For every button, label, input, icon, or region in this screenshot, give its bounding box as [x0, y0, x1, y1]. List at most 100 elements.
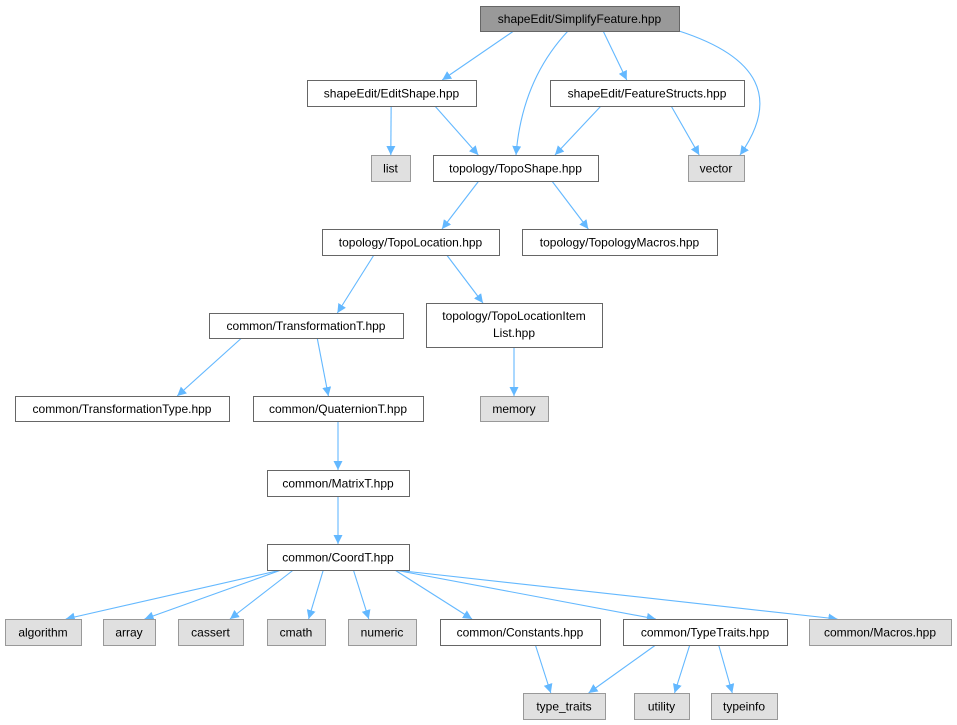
node-quaterniont[interactable]: common/QuaternionT.hpp: [253, 396, 424, 422]
edge-coordt-to-cmath: [306, 569, 324, 620]
node-constants[interactable]: common/Constants.hpp: [440, 619, 601, 646]
node-box: [433, 155, 599, 182]
node-matrixt[interactable]: common/MatrixT.hpp: [267, 470, 410, 497]
node-label: cassert: [191, 626, 230, 640]
edge-coordt-to-cassert: [229, 569, 294, 620]
node-label: topology/TopologyMacros.hpp: [540, 236, 700, 250]
node-label: cmath: [280, 626, 313, 640]
edge-typetraits-to-utility: [672, 644, 691, 694]
node-typeinfo: typeinfo: [711, 693, 778, 720]
edge-featurestructs-to-toposhape: [554, 105, 602, 156]
node-array: array: [103, 619, 156, 646]
node-label: common/Macros.hpp: [824, 626, 936, 640]
node-editshape[interactable]: shapeEdit/EditShape.hpp: [307, 80, 477, 107]
node-transformationtype[interactable]: common/TransformationType.hpp: [15, 396, 230, 422]
node-label: topology/TopoLocation.hpp: [339, 236, 483, 250]
node-type_traits: type_traits: [523, 693, 606, 720]
node-box: [322, 229, 500, 256]
node-box: [522, 229, 718, 256]
node-box: [623, 619, 788, 646]
edge-typetraits-to-type_traits: [588, 644, 656, 694]
edge-typetraits-to-typeinfo: [718, 644, 735, 694]
edge-topolocation-to-transformationt: [336, 254, 375, 314]
node-box: [371, 155, 411, 182]
edge-transformationt-to-transformationtype: [176, 337, 242, 397]
node-box: [809, 619, 952, 646]
node-root[interactable]: shapeEdit/SimplifyFeature.hpp: [480, 6, 680, 32]
node-box: [480, 6, 680, 32]
edge-constants-to-type_traits: [534, 644, 553, 694]
node-box: [178, 619, 244, 646]
node-label: numeric: [361, 626, 404, 640]
node-memory: memory: [480, 396, 549, 422]
node-typetraits[interactable]: common/TypeTraits.hpp: [623, 619, 788, 646]
node-label: List.hpp: [493, 326, 535, 340]
node-box: [267, 619, 326, 646]
edge-transformationt-to-quaterniont: [316, 337, 332, 397]
node-box: [267, 470, 410, 497]
edge-toposhape-to-topolocation: [441, 180, 480, 230]
node-label: memory: [492, 402, 535, 416]
node-label: common/QuaternionT.hpp: [269, 402, 407, 416]
edge-coordt-to-constants: [394, 569, 473, 620]
node-box: [5, 619, 82, 646]
node-algorithm: algorithm: [5, 619, 82, 646]
node-cmath: cmath: [267, 619, 326, 646]
node-numeric: numeric: [348, 619, 417, 646]
node-topologymacros[interactable]: topology/TopologyMacros.hpp: [522, 229, 718, 256]
node-label: common/MatrixT.hpp: [282, 477, 394, 491]
node-box: [348, 619, 417, 646]
edge-root-to-editshape: [441, 30, 515, 81]
node-box: [634, 693, 690, 720]
node-box: [480, 396, 549, 422]
node-box: [307, 80, 477, 107]
node-label: common/TransformationT.hpp: [227, 319, 386, 333]
node-transformationt[interactable]: common/TransformationT.hpp: [209, 313, 404, 339]
edge-editshape-to-toposhape: [434, 105, 479, 156]
node-box: [209, 313, 404, 339]
node-topolocation[interactable]: topology/TopoLocation.hpp: [322, 229, 500, 256]
node-label: vector: [700, 162, 733, 176]
node-box: [550, 80, 745, 107]
edge-featurestructs-to-vector: [670, 105, 700, 156]
edge-root-to-toposhape: [512, 30, 569, 156]
edge-root-to-featurestructs: [602, 30, 628, 81]
node-toposhape[interactable]: topology/TopoShape.hpp: [433, 155, 599, 182]
node-box: [711, 693, 778, 720]
node-label: common/TypeTraits.hpp: [641, 626, 770, 640]
edge-coordt-to-macros: [394, 569, 838, 623]
node-coordt[interactable]: common/CoordT.hpp: [267, 544, 410, 571]
edge-coordt-to-typetraits: [394, 569, 656, 622]
edge-topolocation-to-topolocationitemlist: [446, 254, 484, 304]
node-label: type_traits: [536, 700, 591, 714]
node-box: [440, 619, 601, 646]
node-label: shapeEdit/SimplifyFeature.hpp: [498, 12, 662, 26]
edge-toposhape-to-topologymacros: [551, 180, 589, 230]
node-box: [253, 396, 424, 422]
node-box: [426, 303, 603, 348]
node-label: shapeEdit/FeatureStructs.hpp: [568, 87, 727, 101]
node-label: topology/TopoLocationItem: [442, 309, 585, 323]
node-label: array: [115, 626, 142, 640]
edge-coordt-to-numeric: [352, 569, 371, 620]
node-label: typeinfo: [723, 700, 765, 714]
node-label: topology/TopoShape.hpp: [449, 162, 582, 176]
edge-coordt-to-algorithm: [65, 569, 282, 622]
node-label: common/Constants.hpp: [457, 626, 584, 640]
node-box: [103, 619, 156, 646]
node-box: [267, 544, 410, 571]
node-label: utility: [648, 700, 675, 714]
node-list: list: [371, 155, 411, 182]
node-box: [523, 693, 606, 720]
node-box: [688, 155, 745, 182]
node-cassert: cassert: [178, 619, 244, 646]
edge-root-to-vector: [678, 30, 761, 156]
node-label: common/CoordT.hpp: [282, 551, 394, 565]
node-featurestructs[interactable]: shapeEdit/FeatureStructs.hpp: [550, 80, 745, 107]
node-label: shapeEdit/EditShape.hpp: [324, 87, 460, 101]
node-label: algorithm: [18, 626, 67, 640]
node-label: list: [383, 162, 398, 176]
